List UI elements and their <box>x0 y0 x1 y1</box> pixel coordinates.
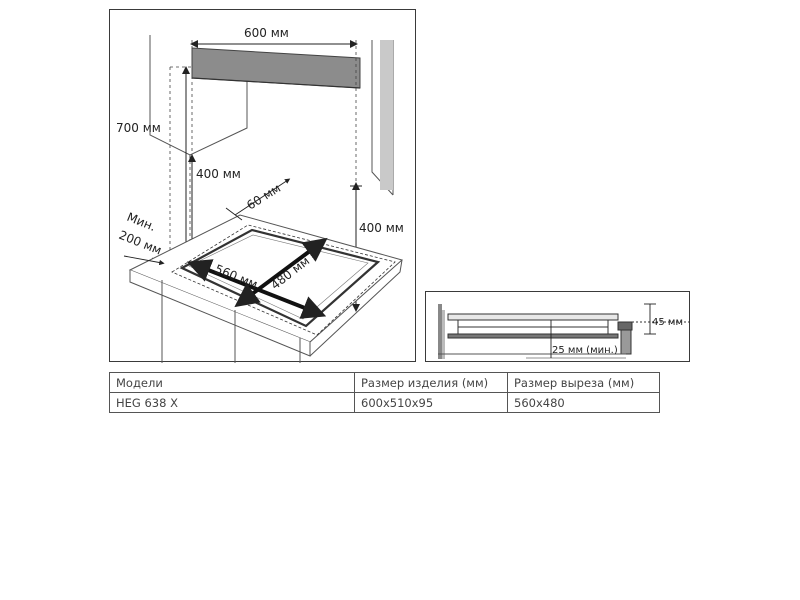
cell-model: HEG 638 X <box>109 392 355 413</box>
label-60: 60 мм <box>244 181 283 213</box>
label-600: 600 мм <box>244 26 289 40</box>
cell-product-size: 600x510x95 <box>354 392 508 413</box>
label-400-middle: 400 мм <box>196 167 241 181</box>
label-min-200: 200 мм <box>117 228 164 258</box>
header-cutout-size: Размер выреза (мм) <box>507 372 660 393</box>
label-25: 25 мм (мин.) <box>552 345 618 356</box>
section-wall-left <box>438 304 445 359</box>
installation-drawing: 600 мм 700 мм 400 мм 400 мм <box>116 26 404 363</box>
label-45: 45 мм <box>652 317 683 328</box>
wall-cabinet-right <box>371 40 394 196</box>
installation-diagram: 600 мм 700 мм 400 мм 400 мм <box>109 9 416 363</box>
dimension-60: 60 мм <box>225 178 291 221</box>
range-hood <box>191 47 361 89</box>
header-product-size: Размер изделия (мм) <box>354 372 508 393</box>
dimension-400-middle: 400 мм <box>188 154 241 254</box>
dimension-25: 25 мм (мин.) <box>526 320 626 359</box>
table-row: HEG 638 X 600x510x95 560x480 <box>109 392 660 413</box>
section-drawing: 45 мм 25 мм (мин.) <box>438 303 691 359</box>
header-models: Модели <box>109 372 355 393</box>
specs-table: Модели Размер изделия (мм) Размер выреза… <box>109 372 660 413</box>
cell-cutout-size: 560x480 <box>507 392 660 413</box>
section-detail: 45 мм 25 мм (мин.) <box>425 291 691 362</box>
label-700: 700 мм <box>116 121 161 135</box>
dimension-min-200: Мин. 200 мм <box>117 210 165 266</box>
label-400-right: 400 мм <box>359 221 404 235</box>
dimension-45: 45 мм <box>644 303 683 335</box>
section-hob <box>447 313 619 339</box>
dimension-700: 700 мм <box>116 66 190 254</box>
dimension-600: 600 мм <box>190 26 358 48</box>
table-header-row: Модели Размер изделия (мм) Размер выреза… <box>109 372 660 393</box>
